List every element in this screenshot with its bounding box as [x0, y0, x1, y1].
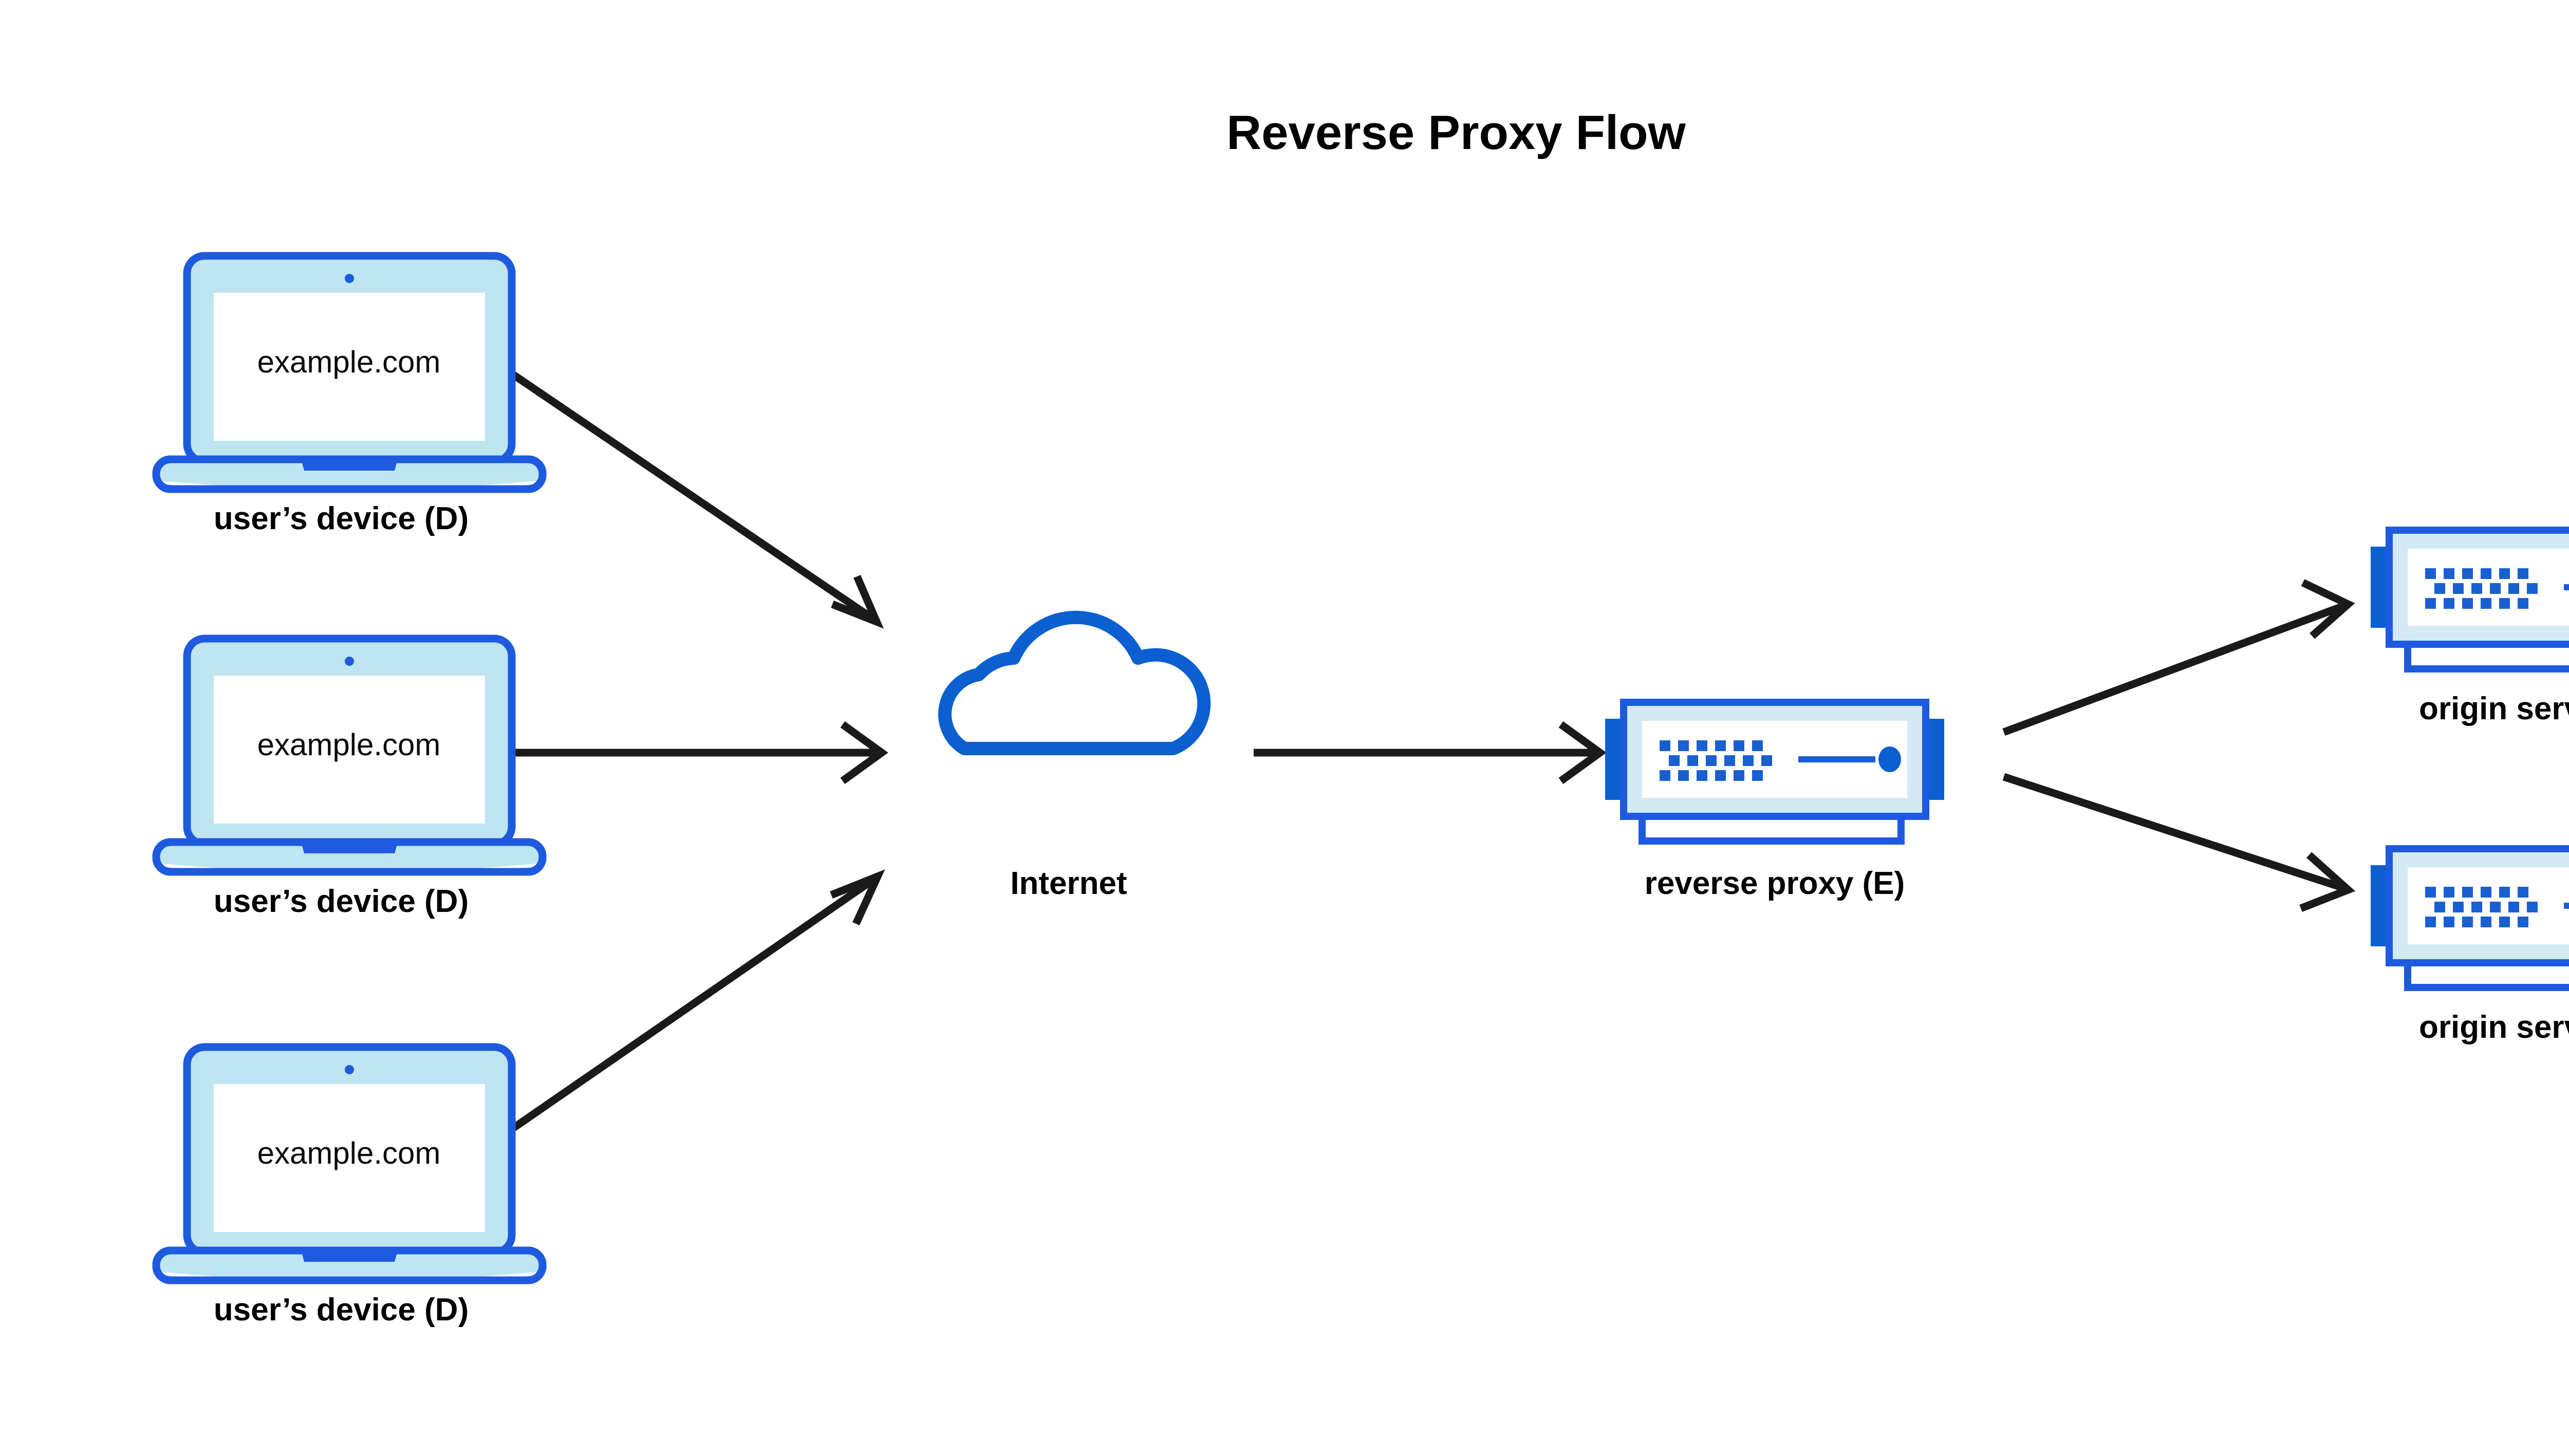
- edge-layer: [511, 371, 2356, 1131]
- client-bottom-label: user’s device (D): [214, 1292, 469, 1328]
- client-bottom-screen-text: example.com: [257, 1136, 441, 1170]
- origin-bottom-node[interactable]: origin server (F): [2371, 849, 2569, 1045]
- internet-node[interactable]: Internet: [945, 618, 1204, 901]
- page-title: Reverse Proxy Flow: [1226, 105, 1686, 159]
- client-middle-screen-text: example.com: [257, 727, 441, 762]
- origin-top-node[interactable]: origin server (F): [2371, 530, 2569, 726]
- client-middle-label: user’s device (D): [214, 884, 469, 919]
- reverse-proxy-label: reverse proxy (E): [1645, 866, 1905, 901]
- origin-bottom-label: origin server (F): [2419, 1010, 2569, 1045]
- edge-proxy-to-origin-top: [2002, 579, 2355, 736]
- edge-proxy-to-origin-bottom: [2002, 773, 2356, 912]
- internet-label: Internet: [1010, 866, 1127, 901]
- client-top-label: user’s device (D): [214, 501, 469, 536]
- edge-client-bottom-to-internet: [511, 869, 885, 1131]
- client-middle-node[interactable]: example.com user’s device (D): [156, 639, 543, 919]
- client-top-node[interactable]: example.com user’s device (D): [156, 256, 543, 536]
- reverse-proxy-node[interactable]: reverse proxy (E): [1605, 702, 1944, 901]
- edge-client-middle-to-internet: [514, 721, 888, 785]
- cloud-icon: [945, 618, 1204, 749]
- edge-client-top-to-internet: [511, 371, 884, 629]
- edge-internet-to-proxy: [1254, 721, 1607, 785]
- server-icon: [2371, 849, 2569, 987]
- server-icon: [2371, 530, 2569, 669]
- client-bottom-node[interactable]: example.com user’s device (D): [156, 1047, 543, 1328]
- server-icon: [1605, 702, 1944, 841]
- client-top-screen-text: example.com: [257, 345, 441, 379]
- origin-top-label: origin server (F): [2419, 691, 2569, 726]
